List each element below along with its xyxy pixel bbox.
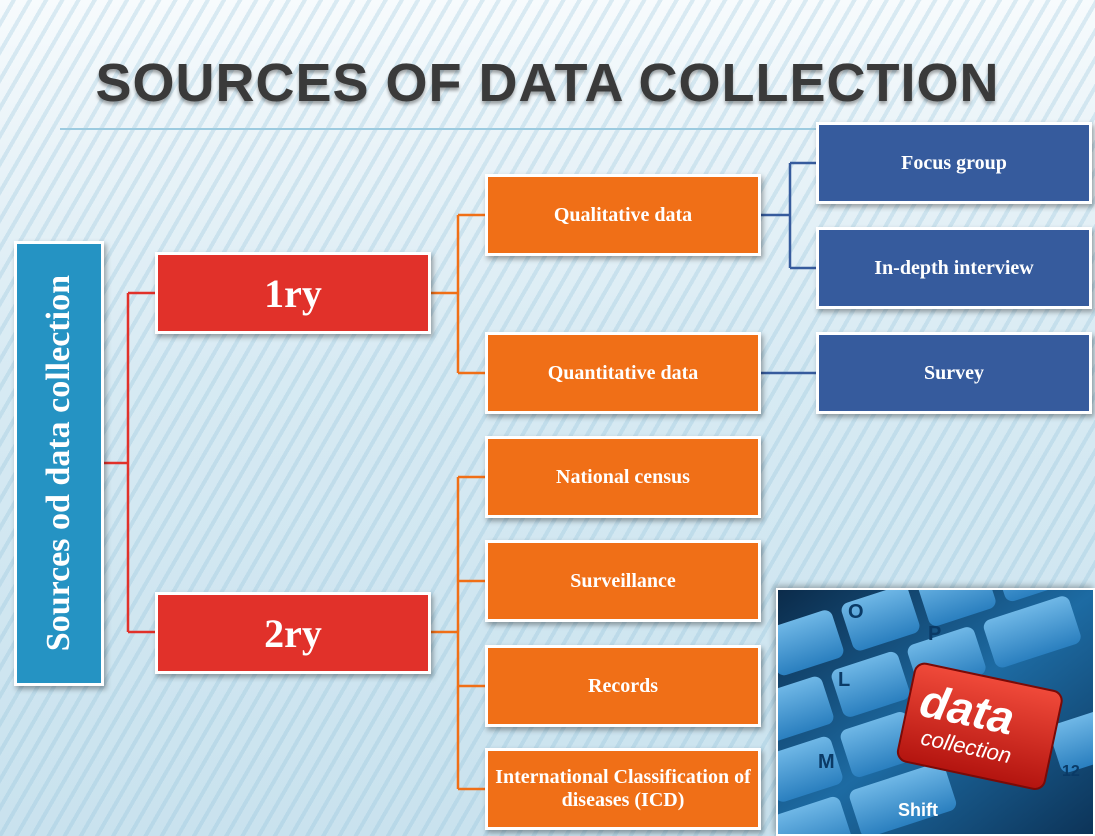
root-connector — [104, 291, 155, 634]
data-collection-key: data collection — [896, 662, 1063, 790]
node-records-label: Records — [588, 674, 658, 697]
node-icd-label: International Classification of diseases… — [495, 766, 751, 811]
primary-connector — [431, 213, 485, 375]
node-national-census: National census — [485, 436, 761, 518]
node-quantitative-data-label: Quantitative data — [547, 361, 699, 384]
page-title: SOURCES OF DATA COLLECTION — [95, 53, 1000, 113]
title-underline — [60, 128, 840, 130]
node-survey-label: Survey — [924, 361, 984, 384]
node-2ry: 2ry — [155, 592, 431, 674]
node-in-depth-interview-label: In-depth interview — [874, 256, 1034, 279]
node-1ry-label: 1ry — [264, 270, 322, 316]
node-national-census-label: National census — [556, 465, 690, 488]
node-icd: International Classification of diseases… — [485, 748, 761, 830]
node-qualitative-data-label: Qualitative data — [553, 203, 693, 226]
root-node: Sources od data collection — [14, 241, 104, 686]
node-survey: Survey — [816, 332, 1092, 414]
key-shift-label: Shift — [898, 800, 938, 820]
node-focus-group-label: Focus group — [901, 151, 1007, 174]
node-focus-group: Focus group — [816, 122, 1092, 204]
secondary-connector — [431, 475, 485, 791]
key-p-label: P — [928, 623, 941, 645]
node-qualitative-data: Qualitative data — [485, 174, 761, 256]
keyboard-illustration: O P L M Shift 12 data collection — [778, 590, 1093, 834]
key-l-label: L — [838, 669, 850, 691]
node-surveillance-label: Surveillance — [570, 569, 676, 592]
node-quantitative-data: Quantitative data — [485, 332, 761, 414]
key-12-label: 12 — [1062, 763, 1080, 780]
root-node-label: Sources od data collection — [40, 275, 77, 652]
qualitative-connector — [761, 161, 816, 270]
node-1ry: 1ry — [155, 252, 431, 334]
node-records: Records — [485, 645, 761, 727]
data-collection-keyboard-image: O P L M Shift 12 data collection — [776, 588, 1095, 836]
key-m-label: M — [818, 751, 835, 773]
node-in-depth-interview: In-depth interview — [816, 227, 1092, 309]
node-surveillance: Surveillance — [485, 540, 761, 622]
key-o-label: O — [848, 601, 864, 623]
node-2ry-label: 2ry — [264, 610, 322, 656]
